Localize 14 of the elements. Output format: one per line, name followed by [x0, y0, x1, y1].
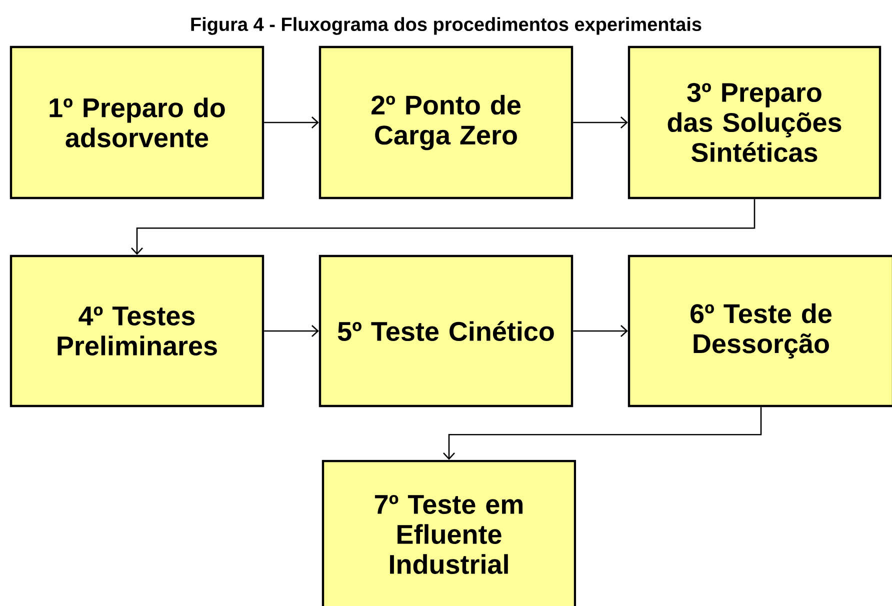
arrow: [573, 325, 628, 337]
process-box: 4º Testes Preliminares: [10, 254, 264, 408]
arrow: [264, 116, 319, 128]
process-box: 6º Teste de Dessorção: [628, 254, 892, 408]
figure-title: Figura 4 - Fluxograma dos procedimentos experimentais: [191, 17, 702, 35]
arrow: [443, 407, 762, 460]
process-box: 3º Preparo das Soluções Sintéticas: [628, 46, 882, 200]
process-box: 7º Teste em Efluente Industrial: [322, 460, 576, 606]
arrow: [131, 199, 756, 255]
arrow: [264, 325, 319, 337]
arrow: [573, 116, 628, 128]
process-box: 1º Preparo do adsorvente: [10, 46, 264, 200]
process-box: 5º Teste Cinético: [318, 254, 574, 408]
process-box: 2º Ponto de Carga Zero: [318, 46, 574, 200]
